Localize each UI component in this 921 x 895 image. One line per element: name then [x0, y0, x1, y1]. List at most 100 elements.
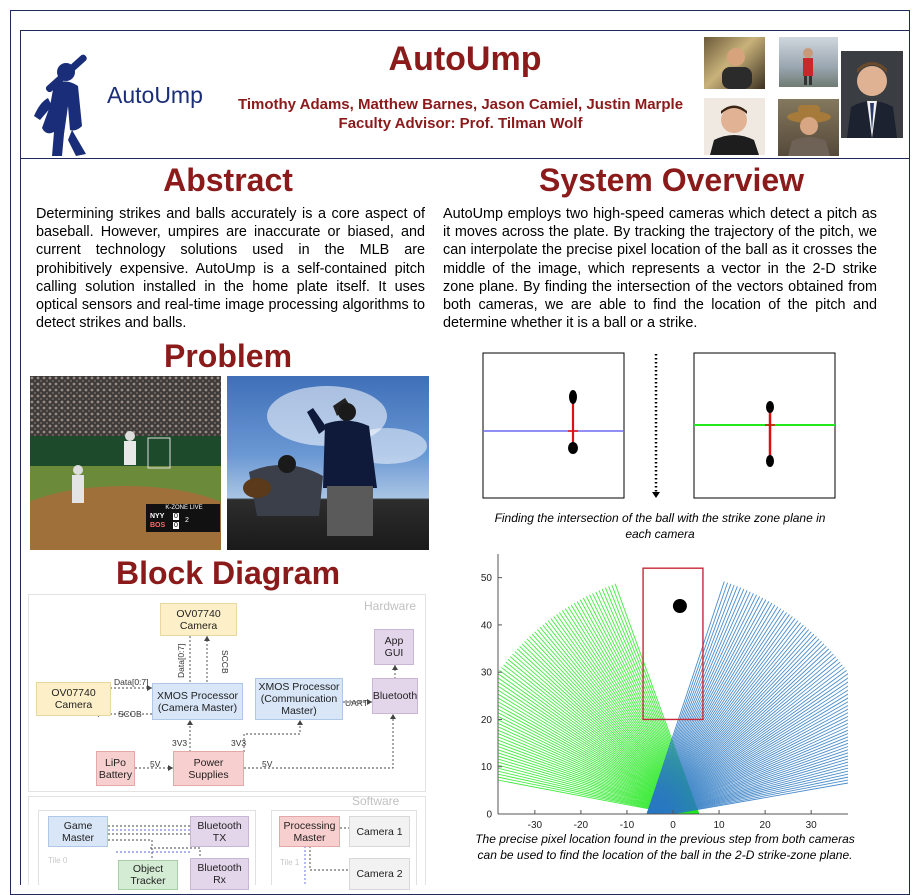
label-data-horizontal: Data[0:7] [114, 677, 149, 687]
fan-ray-series-2 [646, 586, 738, 814]
label-3v3-b: 3V3 [231, 738, 247, 748]
fan-ray-series-2 [656, 739, 848, 814]
fan-ray-series-2 [669, 782, 848, 814]
tile0-label: Tile 0 [48, 856, 68, 865]
x-tick-label: -30 [528, 820, 543, 831]
fan-ray-series-2 [647, 610, 785, 814]
x-tick-label: 20 [760, 820, 772, 831]
fan-ray-series-2 [657, 749, 848, 814]
fan-ray-series-2 [666, 776, 848, 814]
y-tick-label: 40 [481, 620, 493, 631]
strike-zone-caption: The precise pixel location found in the … [475, 832, 855, 862]
strike-zone-rect [642, 567, 704, 721]
camera-frames-figure [482, 352, 836, 499]
fan-ray-series-2 [646, 590, 748, 814]
fan-ray-series-2 [649, 633, 815, 814]
fan-ray-series-2 [658, 752, 848, 814]
umpire-photo [227, 376, 429, 550]
authors-line: Timothy Adams, Matthew Barnes, Jason Cam… [237, 96, 684, 113]
scoreboard-team1: NYY [150, 513, 165, 520]
abstract-heading: Abstract [163, 162, 293, 198]
fan-ray-series-2 [648, 624, 804, 814]
x-tick-label: 0 [670, 820, 676, 831]
x-tick-label: -20 [574, 820, 589, 831]
headshot-photo-1 [704, 37, 765, 89]
fan-ray-series-2 [662, 767, 848, 814]
software-panel [28, 796, 426, 885]
fan-ray-series-2 [651, 681, 848, 814]
fan-ray-series-2 [659, 755, 848, 814]
system-overview-text: AutoUmp employs two high-speed cameras w… [443, 206, 877, 332]
bluetooth-rx-block: Bluetooth Rx [190, 858, 249, 890]
fan-ray-series-2 [650, 661, 841, 814]
y-tick-label: 50 [481, 573, 493, 584]
processing-master-block: Processing Master [279, 816, 340, 847]
poster-inner-border [20, 30, 910, 885]
fan-ray-series-2 [646, 584, 735, 814]
problem-heading: Problem [163, 338, 293, 374]
logo-text: AutoUmp [107, 82, 203, 108]
fan-ray-series-2 [647, 606, 779, 814]
fan-ray-series-2 [646, 581, 725, 814]
fan-ray-series-2 [647, 591, 751, 814]
fan-ray-series-2 [657, 746, 848, 814]
camera-left-block: OV07740 Camera [36, 682, 111, 716]
xmos-comm-block: XMOS Processor (Communication Master) [255, 678, 343, 720]
fan-ray-series-2 [664, 773, 848, 814]
fan-ray-series-2 [651, 689, 848, 814]
fan-ray-series-2 [650, 664, 843, 814]
fan-ray-series-2 [659, 758, 848, 814]
game-master-block: Game Master [48, 816, 108, 847]
fan-ray-series-2 [648, 626, 807, 814]
fan-ray-series-2 [653, 715, 848, 814]
fan-ray-series-2 [648, 631, 812, 814]
author-list: Timothy Adams, Matthew Barnes, Jason Cam… [208, 95, 713, 133]
xmos-camera-block: XMOS Processor (Camera Master) [152, 683, 243, 720]
fan-ray-series-2 [663, 770, 848, 814]
y-tick-label: 20 [481, 715, 493, 726]
fan-ray-series-2 [655, 736, 848, 814]
fan-ray-series-2 [648, 614, 790, 814]
fan-ray-series-2 [646, 583, 732, 814]
fan-ray-series-2 [648, 616, 793, 814]
fan-ray-series-2 [648, 620, 799, 814]
y-tick-label: 0 [486, 810, 492, 821]
x-tick-label: 30 [806, 820, 818, 831]
label-sccb-horizontal: SCCB [118, 709, 142, 719]
label-uart: UART [345, 698, 368, 708]
bluetooth-block: Bluetooth [372, 678, 418, 714]
scoreboard-label: K-ZONE LIVE [165, 505, 203, 511]
fan-ray-series-2 [648, 622, 802, 814]
power-supplies-block: Power Supplies [173, 751, 244, 786]
object-tracker-block: Object Tracker [118, 860, 178, 890]
camera-frames-caption: Finding the intersection of the ball wit… [494, 511, 826, 541]
label-5v-a: 5V [150, 759, 161, 769]
fan-ray-series-2 [650, 667, 845, 814]
fan-ray-series-2 [656, 742, 848, 814]
baseball-pitch-photo: K-ZONE LIVE NYY 0 BOS 0 2 [30, 376, 221, 550]
lipo-battery-block: LiPo Battery [96, 751, 135, 786]
fan-ray-series-2 [649, 648, 830, 814]
fan-ray-series-2 [654, 722, 848, 814]
fan-ray-series-2 [652, 701, 848, 814]
fan-ray-series-2 [652, 697, 848, 814]
camera-top-block: OV07740 Camera [160, 603, 237, 636]
fan-ray-series-2 [646, 582, 729, 814]
fan-ray-series-2 [649, 651, 832, 814]
app-gui-block: App GUI [374, 629, 414, 665]
block-diagram-heading: Block Diagram [115, 555, 341, 591]
system-overview-heading: System Overview [538, 162, 805, 198]
bluetooth-tx-block: Bluetooth TX [190, 816, 249, 847]
headshot-photo-4 [704, 98, 765, 155]
batter-logo-icon [34, 54, 87, 156]
camera2-block: Camera 2 [349, 858, 410, 890]
fan-ray-series-2 [649, 638, 820, 814]
headshot-photo-5 [778, 99, 839, 156]
fan-ray-series-2 [649, 641, 822, 814]
fan-ray-series-2 [667, 779, 848, 814]
fan-ray-series-2 [648, 612, 787, 814]
camera1-block: Camera 1 [349, 816, 410, 847]
fan-ray-series-2 [652, 704, 848, 814]
